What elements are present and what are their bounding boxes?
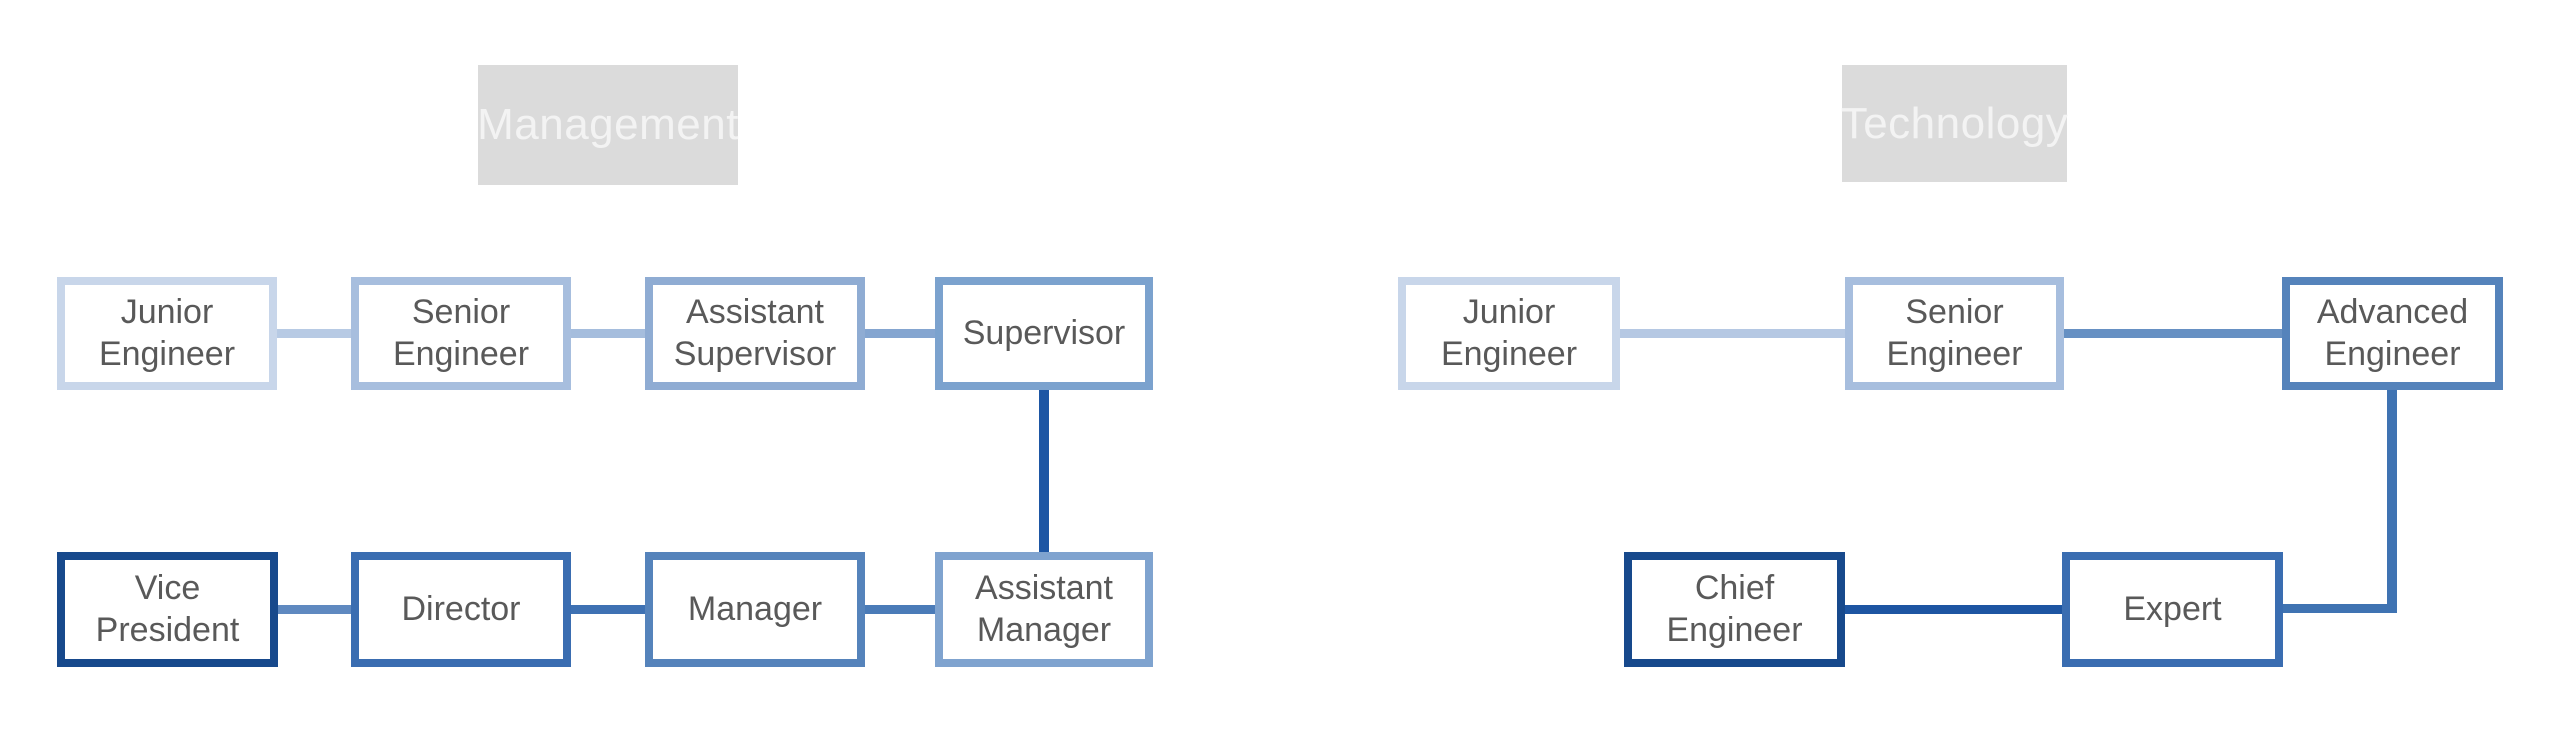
connector-manager-to-director <box>566 605 650 614</box>
node-junior-engineer-management: Junior Engineer <box>57 277 277 390</box>
connector-director-to-vice-president <box>273 605 356 614</box>
connector-advanced-to-expert-horizontal <box>2278 604 2397 613</box>
node-supervisor: Supervisor <box>935 277 1153 390</box>
node-label: Junior Engineer <box>1440 293 1578 373</box>
node-senior-engineer-technology: Senior Engineer <box>1845 277 2064 390</box>
node-advanced-engineer: Advanced Engineer <box>2282 277 2503 390</box>
connector-supervisor-to-assistant-manager <box>1039 385 1049 557</box>
node-label: Expert <box>2123 589 2222 628</box>
node-label: Chief Engineer <box>1666 569 1803 649</box>
node-label: Assistant Manager <box>975 569 1113 649</box>
node-junior-engineer-technology: Junior Engineer <box>1398 277 1620 390</box>
node-label: Director <box>401 589 521 628</box>
node-label: Assistant Supervisor <box>673 293 837 373</box>
management-track-title: Management <box>477 100 739 149</box>
connector-advanced-to-expert-vertical <box>2387 385 2397 613</box>
node-senior-engineer-management: Senior Engineer <box>351 277 571 390</box>
node-label: Junior Engineer <box>98 293 236 373</box>
node-label: Senior Engineer <box>392 293 530 373</box>
connector-senior-to-assistant-supervisor <box>566 329 650 338</box>
connector-assistant-supervisor-to-supervisor <box>860 329 940 338</box>
connector-junior-to-senior <box>272 329 356 338</box>
node-expert: Expert <box>2062 552 2283 667</box>
node-label: Senior Engineer <box>1886 293 2023 373</box>
node-chief-engineer: Chief Engineer <box>1624 552 1845 667</box>
node-director: Director <box>351 552 571 667</box>
node-manager: Manager <box>645 552 865 667</box>
node-label: Supervisor <box>962 313 1126 352</box>
technology-track-title: Technology <box>1840 98 2069 148</box>
node-label: Manager <box>687 589 823 628</box>
connector-senior-to-advanced <box>2059 329 2287 338</box>
node-label: Advanced Engineer <box>2316 293 2469 373</box>
management-track-label: Management <box>477 65 739 185</box>
connector-junior-to-senior-tech <box>1615 329 1850 338</box>
connector-assistant-manager-to-manager <box>860 605 940 614</box>
node-assistant-manager: Assistant Manager <box>935 552 1153 667</box>
node-assistant-supervisor: Assistant Supervisor <box>645 277 865 390</box>
node-label: Vice President <box>95 569 240 649</box>
connector-chief-to-expert <box>1840 605 2067 614</box>
node-vice-president: Vice President <box>57 552 278 667</box>
technology-track-label: Technology <box>1840 65 2069 182</box>
